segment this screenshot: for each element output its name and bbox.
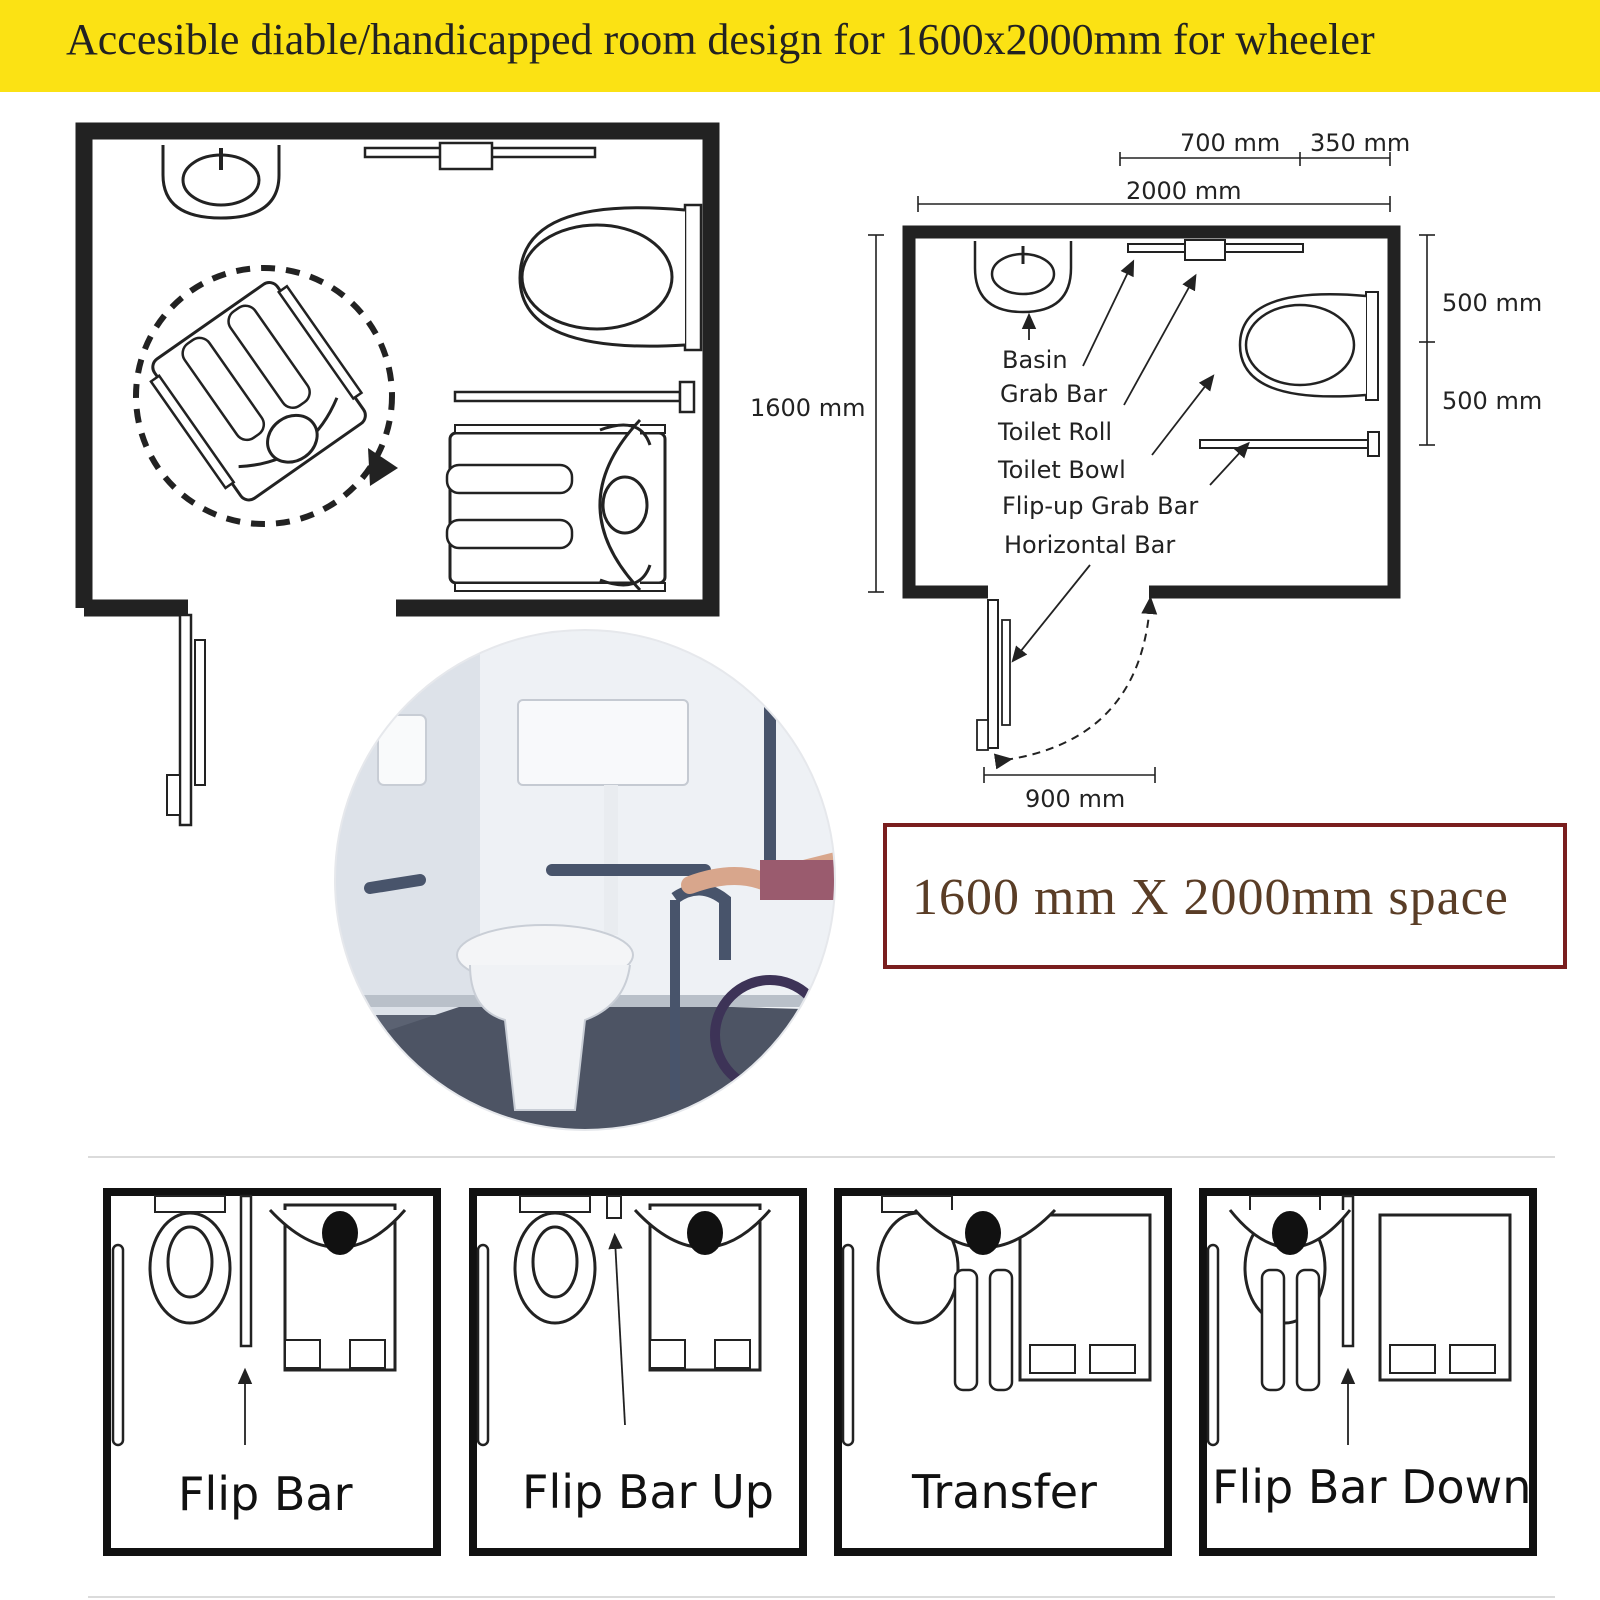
dim-top-a: 700 mm [1180, 129, 1280, 157]
label-horizontal-bar: Horizontal Bar [1004, 531, 1175, 559]
toilet-icon [518, 203, 703, 352]
step-panel-3: Transfer [834, 1188, 1172, 1556]
step-label-transfer: Transfer [911, 1465, 1097, 1519]
step-panel-4: Flip Bar Down [1199, 1188, 1537, 1556]
basin-icon [161, 145, 281, 220]
label-basin: Basin [1002, 346, 1068, 374]
dimension-lines [868, 152, 1435, 783]
label-leaders [1011, 259, 1250, 663]
banner-title: Accesible diable/handicapped room design… [66, 15, 1375, 64]
dim-height: 1600 mm [750, 394, 865, 422]
floor-plan-large [75, 122, 720, 827]
label-toilet-bowl: Toilet Bowl [997, 456, 1126, 484]
bathroom-photo [335, 630, 835, 1130]
step-label-flip-bar-up: Flip Bar Up [522, 1465, 774, 1519]
label-flip-up-grab-bar: Flip-up Grab Bar [1002, 492, 1198, 520]
step-panels: Flip Bar Flip Bar Up [103, 1188, 1537, 1556]
door-with-horizontal-bar-icon [166, 613, 206, 827]
step-label-flip-bar-down: Flip Bar Down [1212, 1460, 1531, 1514]
step-panel-1: Flip Bar [103, 1188, 441, 1556]
dim-door: 900 mm [1025, 785, 1125, 813]
wheelchair-user-rotated-icon [149, 281, 367, 502]
floor-plan-dimensioned: Basin Grab Bar Toilet Roll Toilet Bowl F… [750, 129, 1542, 813]
dim-toilet-icon [1238, 291, 1379, 401]
grab-bar-icon [363, 141, 597, 171]
space-label: 1600 mm X 2000mm space [912, 869, 1509, 926]
flip-up-grab-bar-icon [453, 380, 696, 414]
label-toilet-roll: Toilet Roll [997, 418, 1112, 446]
dim-top-b: 350 mm [1310, 129, 1410, 157]
space-label-box [883, 823, 1567, 969]
step-label-flip-bar: Flip Bar [178, 1467, 353, 1521]
dim-door-icon [976, 596, 1158, 770]
dim-right-b: 500 mm [1442, 387, 1542, 415]
step-panel-2: Flip Bar Up [469, 1188, 807, 1556]
rotation-arrow-icon [368, 448, 398, 486]
title-banner: Accesible diable/handicapped room design… [0, 0, 1600, 92]
wheelchair-user-icon [445, 418, 667, 592]
dim-basin-icon [973, 241, 1073, 314]
dim-grab-bar-icon [1127, 239, 1304, 261]
dim-width: 2000 mm [1126, 177, 1241, 205]
dim-flip-up-grab-bar-icon [1199, 431, 1380, 457]
label-grab-bar: Grab Bar [1000, 380, 1107, 408]
dim-right-a: 500 mm [1442, 289, 1542, 317]
turning-circle [133, 265, 395, 527]
